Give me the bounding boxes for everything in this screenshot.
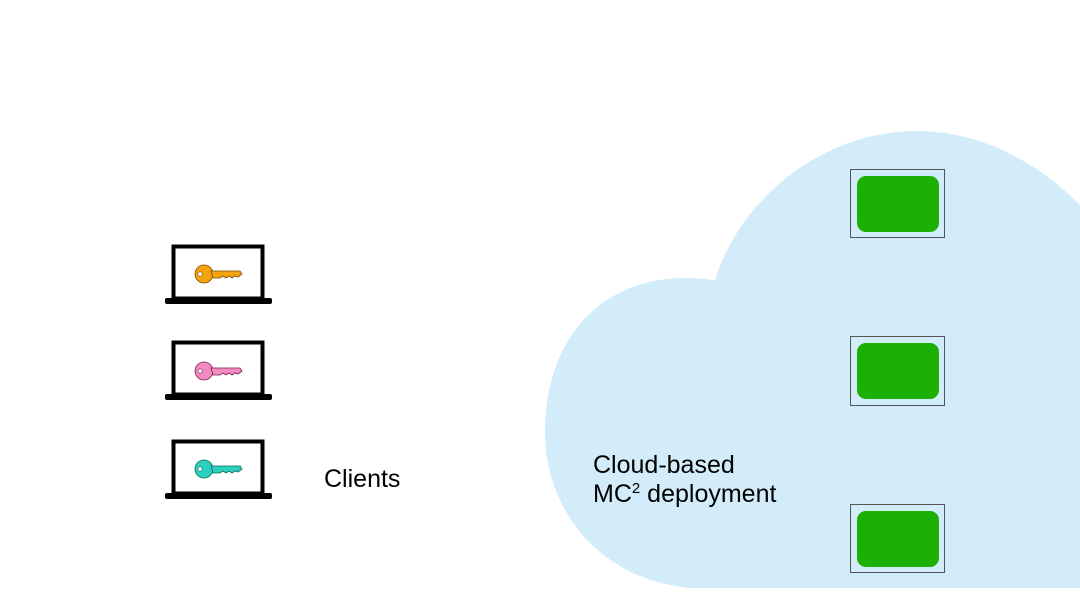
cloud-label-superscript: 2 (631, 480, 641, 497)
laptop-3-icon (165, 439, 272, 499)
clients-label: Clients (324, 465, 401, 493)
pink-key-icon (194, 361, 243, 381)
laptop-2-icon (165, 340, 272, 400)
orange-key-icon (194, 264, 243, 284)
teal-key-icon (194, 459, 243, 479)
cloud-label-suffix: deployment (640, 480, 777, 508)
server-2 (850, 336, 945, 406)
server-1 (850, 169, 945, 238)
laptop-1-icon (165, 244, 272, 304)
server-3 (850, 504, 945, 573)
cloud-label-line-1: Cloud-based (593, 451, 735, 479)
cloud-deployment-label: Cloud-based MC2 deployment (593, 451, 776, 509)
cloud-shape (545, 131, 1080, 588)
cloud-label-prefix: MC (593, 480, 632, 508)
cloud-label-line-2: MC2 deployment (593, 480, 776, 509)
